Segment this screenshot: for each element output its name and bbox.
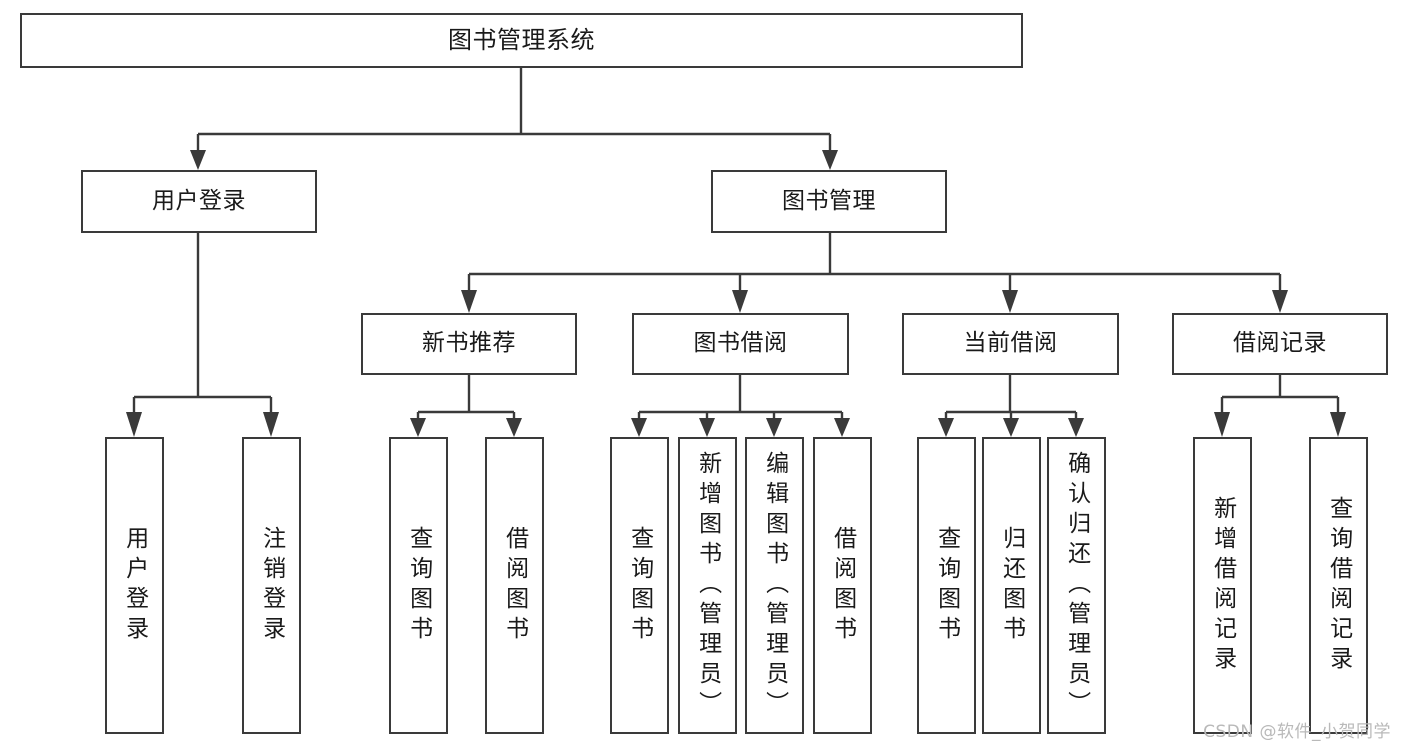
arrow-current-borrow-c3 [1068,418,1084,437]
arrow-user-login-c2 [263,412,279,437]
arrow-book-borrow-c1 [631,418,647,437]
node-label: 新书推荐 [422,330,516,357]
arrow-user-login-c1 [126,412,142,437]
node-label: 编辑图书（管理员） [761,450,788,721]
leaf-new-book-query[interactable]: 查询图书 [389,437,448,734]
leaf-borrow-record-add[interactable]: 新增借阅记录 [1193,437,1252,734]
node-label: 查询图书 [933,525,960,646]
leaf-borrow-record-query[interactable]: 查询借阅记录 [1309,437,1368,734]
node-label: 图书管理 [782,187,876,214]
node-label: 查询图书 [405,525,432,646]
node-label: 借阅图书 [829,525,856,646]
node-book-management-system[interactable]: 图书管理系统 [20,13,1023,68]
node-book-management[interactable]: 图书管理 [711,170,947,233]
node-label: 注销登录 [258,525,285,646]
arrow-new-book [461,290,477,313]
node-label: 确认归还（管理员） [1063,450,1090,721]
arrow-book-borrow-c2 [699,418,715,437]
node-borrow-record[interactable]: 借阅记录 [1172,313,1388,375]
leaf-current-borrow-return[interactable]: 归还图书 [982,437,1041,734]
arrow-current-borrow-c2 [1003,418,1019,437]
arrow-user-login [190,150,206,170]
node-label: 归还图书 [998,525,1025,646]
leaf-book-borrow-borrow[interactable]: 借阅图书 [813,437,872,734]
leaf-user-login-logout[interactable]: 注销登录 [242,437,301,734]
node-label: 当前借阅 [963,330,1058,357]
leaf-book-borrow-add[interactable]: 新增图书（管理员） [678,437,737,734]
node-label: 借阅图书 [501,525,528,646]
node-book-borrow[interactable]: 图书借阅 [632,313,849,375]
arrow-book-borrow [732,290,748,313]
arrow-current-borrow-c1 [938,418,954,437]
arrow-book-borrow-c3 [766,418,782,437]
arrow-new-book-c1 [410,418,426,437]
leaf-book-borrow-query[interactable]: 查询图书 [610,437,669,734]
arrow-book-borrow-c4 [834,418,850,437]
leaf-current-borrow-query[interactable]: 查询图书 [917,437,976,734]
node-current-borrow[interactable]: 当前借阅 [902,313,1119,375]
arrow-borrow-record [1272,290,1288,313]
node-label: 用户登录 [121,525,148,646]
node-label: 新增图书（管理员） [694,450,721,721]
node-label: 查询借阅记录 [1325,495,1352,676]
node-label: 图书借阅 [693,330,788,357]
arrow-borrow-record-c2 [1330,412,1346,437]
node-user-login[interactable]: 用户登录 [81,170,317,233]
arrow-book-manage [822,150,838,170]
watermark-text: CSDN @软件_小贺同学 [1203,722,1391,742]
leaf-book-borrow-edit[interactable]: 编辑图书（管理员） [745,437,804,734]
node-label: 借阅记录 [1233,330,1327,357]
arrow-new-book-c2 [506,418,522,437]
node-label: 新增借阅记录 [1209,495,1236,676]
node-label: 图书管理系统 [448,26,595,55]
leaf-user-login-login[interactable]: 用户登录 [105,437,164,734]
node-label: 用户登录 [152,187,246,214]
leaf-current-borrow-confirm[interactable]: 确认归还（管理员） [1047,437,1106,734]
arrow-current-borrow [1002,290,1018,313]
leaf-new-book-borrow[interactable]: 借阅图书 [485,437,544,734]
node-new-book-recommend[interactable]: 新书推荐 [361,313,577,375]
node-label: 查询图书 [626,525,653,646]
arrow-borrow-record-c1 [1214,412,1230,437]
